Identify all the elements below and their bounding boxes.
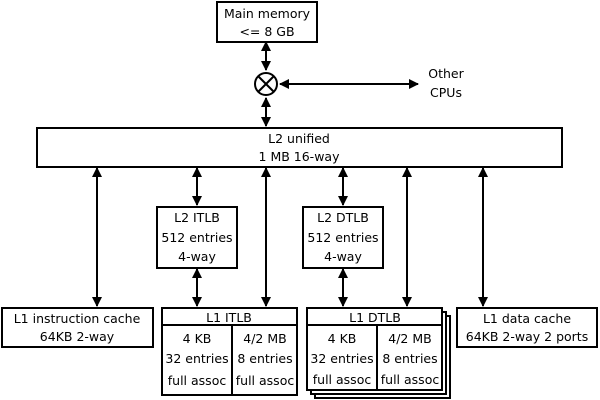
l1-dtlb-4kb-size: 4 KB [328,331,357,346]
l2-itlb-assoc: 4-way [178,249,216,264]
l1-instruction-cache-box: L1 instruction cache 64KB 2-way [1,307,154,348]
l1-dtlb-large-assoc: full assoc [381,372,440,387]
l1-dtlb-large-entries: 8 entries [382,351,437,366]
l2-unified-box: L2 unified 1 MB 16-way [36,127,563,168]
other-cpus-label-line1: Other [428,66,464,81]
l1-dtlb-title: L1 DTLB [349,310,401,325]
l1-icache-title: L1 instruction cache [14,311,141,326]
main-memory-title: Main memory [224,6,311,21]
l2-dtlb-title: L2 DTLB [317,210,369,225]
l2-unified-title: L2 unified [268,131,330,146]
main-memory-size: <= 8 GB [239,24,294,39]
l2-dtlb-assoc: 4-way [324,249,362,264]
l1-itlb-4kb-size: 4 KB [183,331,212,346]
l1-dtlb-4kb-assoc: full assoc [313,372,372,387]
l2-itlb-title: L2 ITLB [174,210,220,225]
main-memory-box: Main memory <= 8 GB [216,1,318,43]
l2-dtlb-box: L2 DTLB 512 entries 4-way [302,206,384,269]
l1-dcache-spec: 64KB 2-way 2 ports [466,329,588,344]
l1-itlb-box: L1 ITLB 4 KB 32 entries full assoc 4/2 M… [161,307,298,396]
l1-itlb-title: L1 ITLB [206,310,252,325]
l2-itlb-box: L2 ITLB 512 entries 4-way [156,206,238,269]
l2-unified-spec: 1 MB 16-way [259,149,341,164]
l1-dtlb-large-size: 4/2 MB [388,331,431,346]
l1-itlb-4kb-assoc: full assoc [168,373,227,388]
crossbar-x-circle-icon [254,72,278,96]
l1-itlb-large-entries: 8 entries [237,351,292,366]
l2-dtlb-entries: 512 entries [307,230,378,245]
l2-itlb-entries: 512 entries [161,230,232,245]
l1-data-cache-box: L1 data cache 64KB 2-way 2 ports [456,307,598,348]
l1-icache-spec: 64KB 2-way [40,329,115,344]
l1-dcache-title: L1 data cache [483,311,571,326]
l1-dtlb-box: L1 DTLB 4 KB 32 entries full assoc 4/2 M… [306,307,451,399]
l1-itlb-large-assoc: full assoc [236,373,295,388]
connectors [92,41,488,307]
l1-dtlb-4kb-entries: 32 entries [310,351,373,366]
l1-itlb-4kb-entries: 32 entries [165,351,228,366]
l1-itlb-large-size: 4/2 MB [243,331,286,346]
other-cpus-label-line2: CPUs [430,85,462,100]
